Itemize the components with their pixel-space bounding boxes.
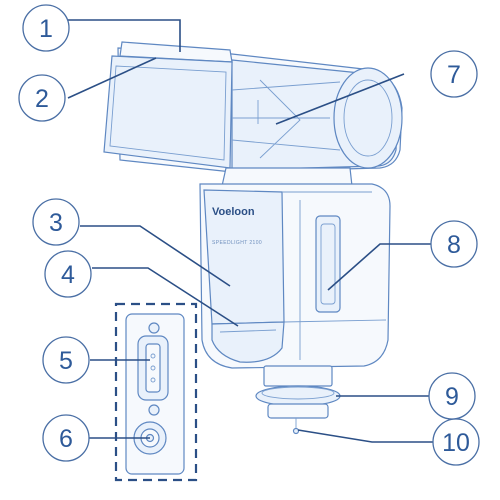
svg-text:3: 3 xyxy=(49,209,63,237)
callout-9: 9 xyxy=(428,372,476,420)
callout-7: 7 xyxy=(430,50,478,98)
leader-8 xyxy=(327,243,432,291)
svg-text:4: 4 xyxy=(61,261,75,289)
svg-text:10: 10 xyxy=(442,429,470,457)
leader-10 xyxy=(297,429,434,443)
callout-8: 8 xyxy=(430,220,478,268)
callout-2: 2 xyxy=(18,74,66,122)
leader-3 xyxy=(80,225,231,287)
neck xyxy=(221,167,353,187)
svg-text:1: 1 xyxy=(39,15,53,43)
callout-4: 4 xyxy=(44,250,92,298)
callout-6: 6 xyxy=(42,414,90,462)
leader-7 xyxy=(275,73,405,125)
flash-body: Voeloon SPEEDLIGHT 2100 xyxy=(199,183,391,369)
callout-5: 5 xyxy=(42,336,90,384)
svg-text:7: 7 xyxy=(447,61,461,89)
svg-text:6: 6 xyxy=(59,425,73,453)
svg-text:8: 8 xyxy=(447,231,461,259)
leader-2 xyxy=(67,57,157,99)
lock-ring xyxy=(255,385,341,407)
callout-1: 1 xyxy=(22,4,70,52)
side-window xyxy=(315,215,341,313)
leader-4 xyxy=(92,267,239,327)
usb-port xyxy=(137,322,169,416)
hot-shoe xyxy=(267,403,329,419)
model-label: SPEEDLIGHT 2100 xyxy=(212,240,262,246)
svg-text:2: 2 xyxy=(35,85,49,113)
svg-text:5: 5 xyxy=(59,347,73,375)
head-pivot xyxy=(333,67,403,169)
leader-lines xyxy=(67,19,434,443)
leader-1 xyxy=(68,19,181,52)
callout-3: 3 xyxy=(32,198,80,246)
foot-assembly xyxy=(255,365,341,435)
callout-10: 10 xyxy=(432,418,480,466)
port-detail xyxy=(114,302,198,482)
brand-label: Voeloon xyxy=(212,206,255,218)
svg-text:9: 9 xyxy=(445,383,459,411)
